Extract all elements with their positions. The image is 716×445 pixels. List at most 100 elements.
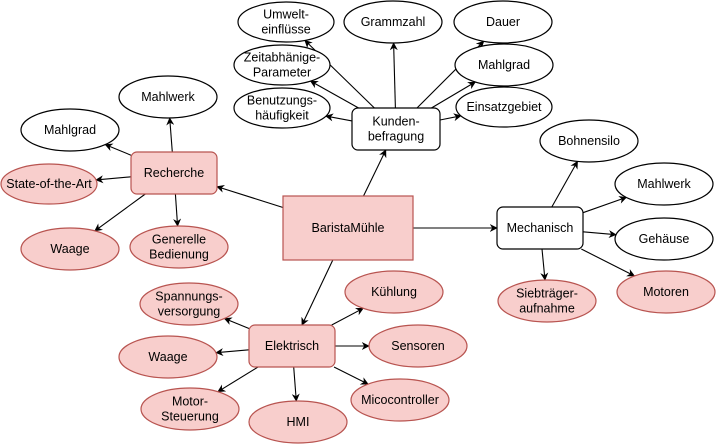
node-m-bohnen[interactable]: Bohnensilo [539,119,639,163]
node-label: Gehäuse [639,232,690,246]
node-label: Mechanisch [507,221,574,235]
node-m-motoren[interactable]: Motoren [616,270,716,314]
node-label: BaristaMühle [312,221,385,235]
node-shape [539,119,639,163]
node-shape [118,335,218,379]
node-label: Bohnensilo [558,134,620,148]
node-r-waage[interactable]: Waage [20,227,120,271]
edge-arrow-elektrisch-to-e_waage [215,348,250,357]
edge-arrow-kunden-to-k_mahlgrad [431,81,476,109]
node-m-gehaeuse[interactable]: Gehäuse [614,217,714,261]
edge-arrow-elektrisch-to-e_spannung [223,317,250,330]
node-shape [614,162,714,206]
edge-arrow-recherche-to-r_mahlwerk [166,117,175,153]
node-label: Recherche [144,166,204,180]
node-k-zeit[interactable]: Zeitabhänige-Parameter [233,44,331,86]
node-label: häufigkeit [255,109,309,123]
node-shape [453,0,553,44]
node-elektrisch[interactable]: Elektrisch [248,324,336,368]
node-k-einsatz[interactable]: Einsatzgebiet [455,86,553,128]
node-e-hmi[interactable]: HMI [248,400,348,444]
node-e-micro[interactable]: Micocontroller [350,378,450,422]
node-k-umwelt[interactable]: Umwelt-einflüsse [237,1,335,43]
node-label: befragung [368,130,424,144]
node-k-gramm[interactable]: Grammzahl [343,0,443,44]
node-shape [248,400,348,444]
edge-arrow-kunden-to-k_gramm [389,42,398,109]
node-e-sensoren[interactable]: Sensoren [368,324,468,368]
node-shape [455,86,553,128]
node-e-kuehlung[interactable]: Kühlung [344,270,444,314]
edge-arrow-elektrisch-to-e_kuehlung [331,307,364,326]
node-kunden[interactable]: Kunden-befragung [351,107,441,151]
node-label: einflüsse [261,23,310,37]
node-label: HMI [287,415,310,429]
node-label: Kühlung [371,285,417,299]
edge-arrow-kunden-to-k_nutzung [325,113,353,122]
edge-arrow-elektrisch-to-e_micro [333,366,369,385]
node-label: Parameter [253,66,311,80]
edge-arrow-mechanisch-to-m_motoren [581,248,636,277]
node-shape [351,107,441,151]
node-label: Bedienung [149,248,209,262]
edge-arrow-recherche-to-r_bedienung [173,193,182,227]
node-label: State-of-the-Art [6,177,92,191]
node-label: Waage [148,350,187,364]
edge-arrow-elektrisch-to-e_hmi [291,366,300,402]
edge-arrow-recherche-to-r_state [95,175,132,184]
node-label: Generelle [152,233,206,247]
node-recherche[interactable]: Recherche [130,151,218,195]
node-shape [129,225,229,269]
node-m-mahlwerk[interactable]: Mahlwerk [614,162,714,206]
edge-arrow-kunden-to-k_zeit [309,80,359,109]
node-label: Mahlwerk [637,177,691,191]
node-label: Sensoren [391,339,445,353]
edge-arrow-kunden-to-k_einsatz [439,113,462,122]
node-label: Mahlwerk [141,90,195,104]
node-shape [233,44,331,86]
node-e-motor[interactable]: Motor-Steuerung [140,387,240,431]
node-shape [497,279,597,323]
node-r-mahlgrad[interactable]: Mahlgrad [20,108,120,152]
node-r-mahlwerk[interactable]: Mahlwerk [118,75,218,119]
node-label: Spannungs- [155,290,222,304]
node-shape [248,324,336,368]
node-shape [139,282,239,326]
node-shape [130,151,218,195]
node-shape [233,87,331,129]
node-k-nutzung[interactable]: Benutzungs-häufigkeit [233,87,331,129]
node-shape [343,0,443,44]
node-label: aufnahme [519,302,575,316]
node-label: Dauer [486,15,520,29]
node-label: Motoren [643,285,689,299]
node-label: Umwelt- [263,8,309,22]
node-m-sieb[interactable]: Siebträger-aufnahme [497,279,597,323]
node-label: Zeitabhänige- [244,51,320,65]
node-shape [20,108,120,152]
node-label: Benutzungs- [247,94,317,108]
node-shape [140,387,240,431]
node-mechanisch[interactable]: Mechanisch [496,206,584,250]
edge-arrow-barista-to-elektrisch [301,259,334,326]
node-e-waage[interactable]: Waage [118,335,218,379]
node-shape [344,270,444,314]
edge-arrow-elektrisch-to-e_motor [217,366,259,393]
node-e-spannung[interactable]: Spannungs-versorgung [139,282,239,326]
node-barista[interactable]: BaristaMühle [282,195,414,261]
node-k-mahlgrad[interactable]: Mahlgrad [454,43,554,87]
edge-arrow-barista-to-kunden [363,149,387,197]
edge-arrow-recherche-to-r_mahlgrad [104,143,132,156]
node-label: Grammzahl [361,15,426,29]
edge-arrow-barista-to-recherche [216,184,284,209]
edge-arrow-recherche-to-r_waage [94,193,146,232]
edge-arrow-mechanisch-to-m_sieb [540,248,549,281]
node-shape [496,206,584,250]
node-label: versorgung [158,305,221,319]
node-label: Steuerung [161,410,219,424]
node-label: Motor- [172,395,208,409]
node-k-dauer[interactable]: Dauer [453,0,553,44]
node-shape [454,43,554,87]
node-shape [20,227,120,271]
node-r-state[interactable]: State-of-the-Art [0,163,98,205]
